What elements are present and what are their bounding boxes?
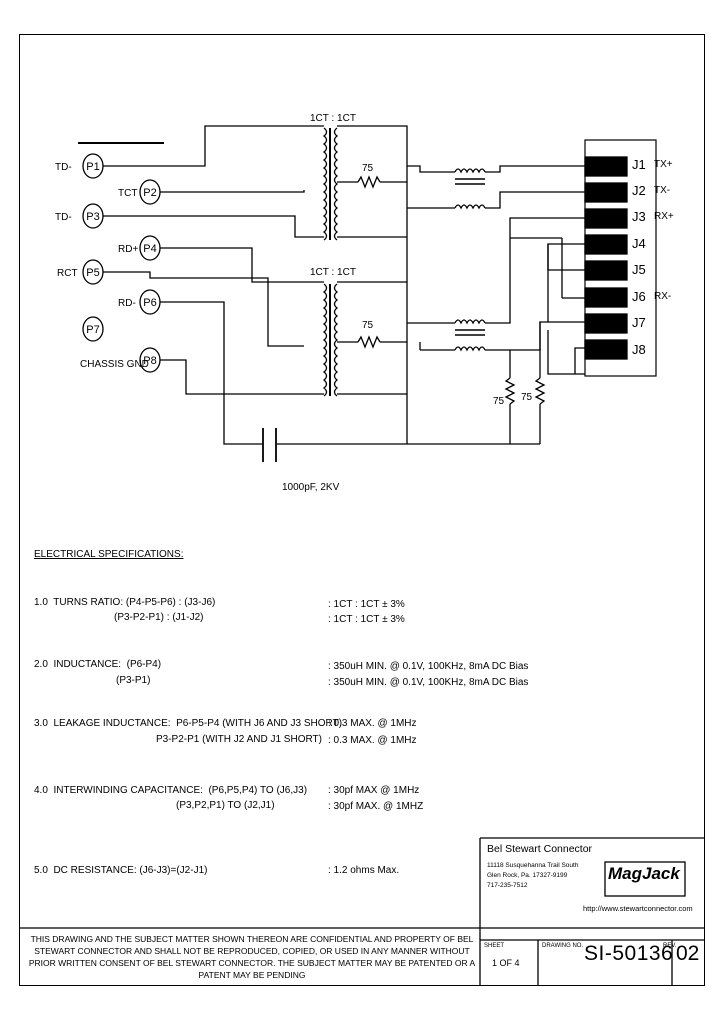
sig-tx-minus: TX- [654, 185, 670, 196]
title-block-lines [19, 837, 705, 986]
jack-j6 [584, 287, 628, 308]
label-p3: TD- [55, 212, 72, 223]
website-link[interactable]: http://www.stewartconnector.com [583, 904, 693, 913]
pin-p6-text: P6 [143, 297, 156, 309]
spec-2-a: 2.0 INDUCTANCE: (P6-P4) [34, 659, 162, 670]
pin-p2-text: P2 [143, 187, 156, 199]
jack-j7-text: J7 [632, 315, 646, 330]
rev-label: REV. [663, 943, 677, 949]
confidentiality-notice: THIS DRAWING AND THE SUBJECT MATTER SHOW… [28, 934, 476, 980]
sheet-label: SHEET [484, 943, 505, 949]
jack-j5-text: J5 [632, 262, 646, 277]
transformer-top [322, 125, 408, 241]
res-left-label: 75 [493, 396, 505, 407]
chokes [407, 165, 585, 352]
res-bottom-label: 75 [362, 320, 374, 331]
label-p4: RD+ [118, 244, 138, 255]
jack-j4-text: J4 [632, 236, 646, 251]
spec-1-val-a: : 1CT : 1CT ± 3% [328, 599, 405, 610]
jack-j7 [584, 313, 628, 334]
jack-j8-text: J8 [632, 342, 646, 357]
jack-block [584, 139, 657, 377]
label-p2: TCT [118, 188, 137, 199]
ratio-bottom: 1CT : 1CT [310, 267, 356, 278]
spec-3-val-a: : 0.3 MAX. @ 1MHz [328, 718, 417, 729]
pin-p4-text: P4 [143, 243, 156, 255]
spec-4-a: 4.0 INTERWINDING CAPACITANCE: (P6,P5,P4)… [34, 785, 308, 796]
spec-1-b: (P3-P2-P1) : (J1-J2) [114, 612, 204, 623]
jack-j6-text: J6 [632, 289, 646, 304]
sheet-value: 1 OF 4 [492, 958, 520, 968]
label-p8: CHASSIS GND [80, 359, 149, 370]
pin-p3-text: P3 [86, 211, 99, 223]
company-name: Bel Stewart Connector [487, 843, 593, 855]
jack-j5 [584, 260, 628, 281]
drawing-no-label: DRAWING NO. [542, 943, 584, 949]
spec-1-a: 1.0 TURNS RATIO: (P4-P5-P6) : (J3-J6) [34, 597, 216, 608]
label-p5: RCT [57, 268, 78, 279]
company-phone: 717-235-7512 [487, 882, 528, 889]
label-p6: RD- [118, 298, 136, 309]
drawing-number: SI-50136 [584, 942, 674, 965]
spec-4-val-b: : 30pf MAX. @ 1MHZ [328, 801, 424, 812]
transformer-bottom [322, 240, 408, 444]
res-right-label: 75 [521, 392, 533, 403]
wires [103, 125, 540, 445]
spec-3-b: P3-P2-P1 (WITH J2 AND J1 SHORT) [156, 734, 322, 745]
revision: 02 [676, 942, 700, 965]
spec-3-val-b: : 0.3 MAX. @ 1MHz [328, 735, 417, 746]
jack-j8 [584, 339, 628, 360]
jack-j2-text: J2 [632, 183, 646, 198]
pin-p1-text: P1 [86, 161, 99, 173]
sig-rx-minus: RX- [654, 291, 671, 302]
label-p1: TD- [55, 162, 72, 173]
spec-1-val-b: : 1CT : 1CT ± 3% [328, 614, 405, 625]
spec-5-val: : 1.2 ohms Max. [328, 865, 400, 876]
jack-wiring [504, 237, 585, 444]
spec-2-val-b: : 350uH MIN. @ 0.1V, 100KHz, 8mA DC Bias [328, 677, 529, 688]
company-address-1: 11118 Susquehanna Trail South [487, 862, 579, 869]
jack-j4 [584, 234, 628, 255]
sig-tx-plus: TX+ [654, 159, 673, 170]
spec-2-b: (P3-P1) [116, 675, 151, 686]
ratio-top: 1CT : 1CT [310, 113, 356, 124]
company-address-2: Glen Rock, Pa. 17327-9199 [487, 872, 568, 879]
jack-j1-text: J1 [632, 157, 646, 172]
capacitor [262, 428, 277, 462]
pin-p7-text: P7 [86, 324, 99, 336]
spec-3-a: 3.0 LEAKAGE INDUCTANCE: P6-P5-P4 (WITH J… [34, 718, 343, 729]
jack-j3-text: J3 [632, 209, 646, 224]
spec-2-val-a: : 350uH MIN. @ 0.1V, 100KHz, 8mA DC Bias [328, 661, 529, 672]
spec-4-b: (P3,P2,P1) TO (J2,J1) [176, 800, 275, 811]
jack-j2 [584, 182, 628, 203]
specs-header: ELECTRICAL SPECIFICATIONS: [34, 549, 184, 560]
spec-5: 5.0 DC RESISTANCE: (J6-J3)=(J2-J1) [34, 865, 208, 876]
spec-4-val-a: : 30pf MAX @ 1MHz [328, 785, 420, 796]
jack-j3 [584, 208, 628, 229]
res-top-label: 75 [362, 163, 374, 174]
cap-label: 1000pF, 2KV [282, 482, 340, 493]
magjack-logo: MagJack [608, 864, 680, 883]
pin-p7 [82, 316, 104, 342]
pin-p8-text: P8 [143, 355, 156, 367]
pin-texts: P1 P2 P3 P4 P5 P6 P7 P8 TD- TCT TD- RD+ … [55, 113, 674, 493]
pin-p5-text: P5 [86, 267, 99, 279]
jack-j1 [584, 156, 628, 177]
sig-rx-plus: RX+ [654, 211, 674, 222]
drawing-border [19, 34, 705, 986]
